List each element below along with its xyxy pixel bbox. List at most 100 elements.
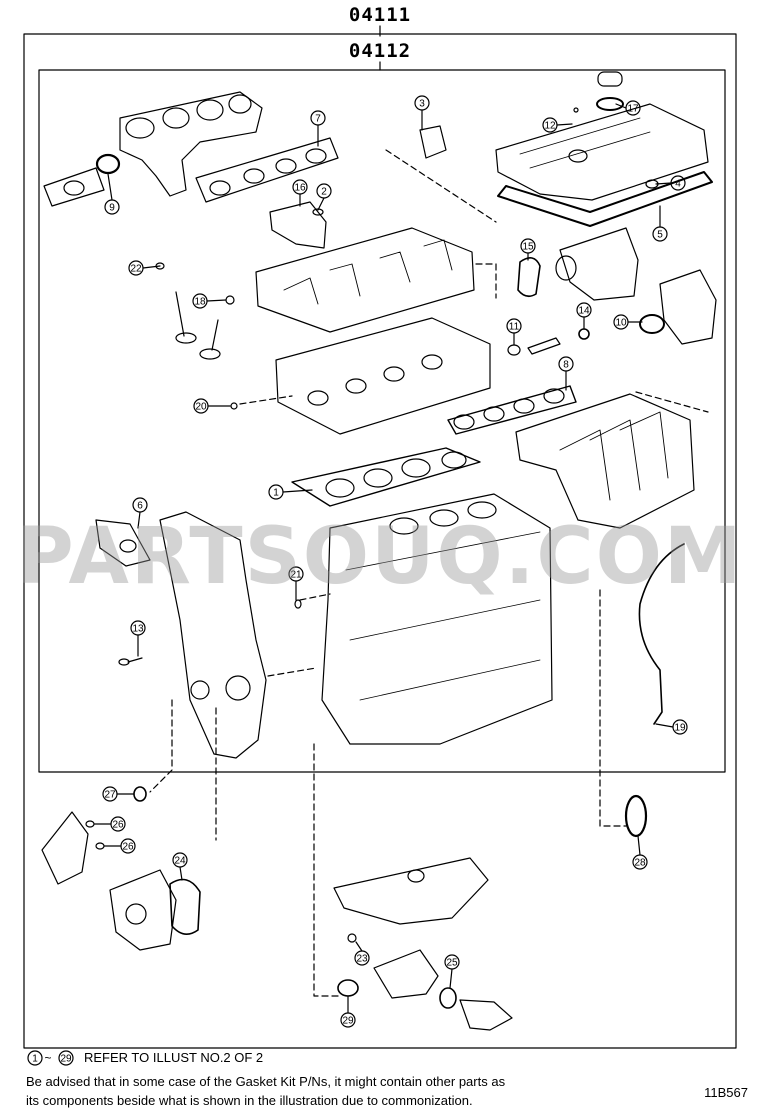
callout-15[interactable]: 15 — [520, 238, 536, 261]
callout-label: 25 — [446, 958, 458, 969]
plug-23-drawing — [347, 933, 357, 943]
callout-29[interactable]: 29 — [340, 995, 356, 1028]
callout-17[interactable]: 17 — [615, 100, 641, 116]
callout-label: 28 — [634, 858, 646, 869]
callout-label: 19 — [674, 723, 686, 734]
valve-cover-gasket-5-drawing — [497, 171, 713, 227]
illustration-code: 11B567 — [704, 1085, 748, 1100]
callout-label: 11 — [509, 322, 520, 333]
o-ring-20-drawing — [230, 402, 238, 410]
callout-26b[interactable]: 26 — [103, 838, 136, 854]
callout-23[interactable]: 23 — [354, 941, 370, 966]
inner-kit-frame — [38, 69, 726, 773]
stem-seal-18-drawing — [225, 295, 235, 305]
callout-5[interactable]: 5 — [652, 205, 668, 242]
water-pump-drawing — [109, 869, 177, 951]
callout-label: 9 — [109, 203, 115, 214]
grommet-4-drawing — [645, 179, 659, 189]
o-ring-26a-drawing — [85, 820, 95, 828]
callout-label: 18 — [194, 297, 206, 308]
callout-6[interactable]: 6 — [132, 497, 148, 529]
water-pump-gasket-24-drawing — [169, 878, 201, 935]
callout-16[interactable]: 16 — [292, 179, 308, 207]
footer-refer-start: 1 — [32, 1054, 38, 1065]
injector-drawing — [507, 337, 561, 356]
gasket-6-drawing — [95, 519, 151, 567]
callout-22[interactable]: 22 — [128, 260, 161, 276]
callout-label: 23 — [356, 954, 368, 965]
callout-label: 17 — [627, 104, 639, 115]
part-22-drawing — [155, 262, 165, 270]
callout-label: 6 — [137, 501, 143, 512]
footer-refer-range: 1 ~ 29 — [27, 1050, 74, 1066]
callout-12[interactable]: 12 — [542, 117, 573, 133]
oil-pan-drawing — [333, 857, 489, 925]
outer-kit-frame — [23, 33, 737, 1049]
callout-26a[interactable]: 26 — [93, 816, 126, 832]
callout-7[interactable]: 7 — [310, 110, 326, 147]
callout-25[interactable]: 25 — [444, 954, 460, 989]
callout-20[interactable]: 20 — [193, 398, 231, 414]
callout-24[interactable]: 24 — [172, 852, 188, 881]
callout-28[interactable]: 28 — [632, 835, 648, 870]
callout-1[interactable]: 1 — [268, 484, 313, 500]
watermark: PARTSOUQ.COM — [16, 512, 744, 602]
callout-21[interactable]: 21 — [288, 566, 304, 601]
callout-label: 8 — [563, 360, 569, 371]
o-ring-29-drawing — [337, 979, 359, 997]
callout-label: 14 — [578, 306, 590, 317]
footer-note-line2: its components beside what is shown in t… — [26, 1093, 473, 1108]
callout-13[interactable]: 13 — [130, 620, 146, 657]
callout-19[interactable]: 19 — [655, 719, 688, 735]
rear-oil-seal-28-drawing — [624, 794, 648, 838]
oil-dipstick-drawing — [638, 543, 685, 725]
intake-gasket-8-drawing — [447, 385, 577, 435]
timing-chain-cover-drawing — [159, 511, 267, 759]
oil-seal-14-drawing — [578, 328, 590, 340]
callout-label: 10 — [615, 318, 627, 329]
bolt-13-drawing — [118, 657, 143, 666]
valves-drawing — [175, 291, 221, 360]
exhaust-manifold-gasket-7-drawing — [195, 137, 339, 249]
camshaft-housing-drawing — [255, 227, 475, 333]
callout-label: 27 — [104, 790, 116, 801]
callout-label: 16 — [294, 183, 306, 194]
water-inlet-drawing — [41, 811, 89, 885]
exhaust-gasket-9-drawing — [95, 153, 121, 175]
callout-10[interactable]: 10 — [613, 314, 643, 330]
callout-14[interactable]: 14 — [576, 302, 592, 330]
callout-label: 22 — [130, 264, 142, 275]
o-ring-26b-drawing — [95, 842, 105, 850]
gasket-15-drawing — [517, 257, 541, 298]
footer-tilde: ~ — [44, 1051, 51, 1065]
gasket-2-drawing — [312, 208, 324, 216]
inner-kit-code: 04112 — [348, 40, 412, 62]
exhaust-manifold-drawing — [43, 91, 263, 207]
cylinder-block-drawing — [321, 493, 553, 745]
footer-refer-end: 29 — [60, 1054, 72, 1065]
o-ring-21-drawing — [294, 599, 302, 609]
gasket-25-drawing — [439, 987, 457, 1009]
callout-27[interactable]: 27 — [102, 786, 135, 802]
callout-label: 15 — [522, 242, 534, 253]
callout-label: 12 — [544, 121, 556, 132]
dashed-leader-lines — [149, 149, 709, 997]
callout-label: 26 — [122, 842, 134, 853]
callout-label: 5 — [657, 230, 663, 241]
cylinder-head-drawing — [275, 317, 491, 435]
callout-9[interactable]: 9 — [104, 173, 120, 215]
callout-8[interactable]: 8 — [558, 356, 574, 391]
callout-label: 7 — [315, 114, 321, 125]
callout-18[interactable]: 18 — [192, 293, 227, 309]
oil-seal-27-drawing — [133, 786, 147, 802]
callout-2[interactable]: 2 — [316, 183, 332, 211]
callout-label: 4 — [675, 179, 681, 190]
callout-label: 13 — [132, 624, 144, 635]
callout-label: 29 — [342, 1016, 354, 1027]
callout-label: 2 — [321, 187, 327, 198]
callout-3[interactable]: 3 — [414, 95, 430, 131]
throttle-body-drawing — [555, 227, 639, 301]
callout-11[interactable]: 11 — [506, 318, 522, 346]
water-outlet-drawing — [373, 949, 513, 1031]
